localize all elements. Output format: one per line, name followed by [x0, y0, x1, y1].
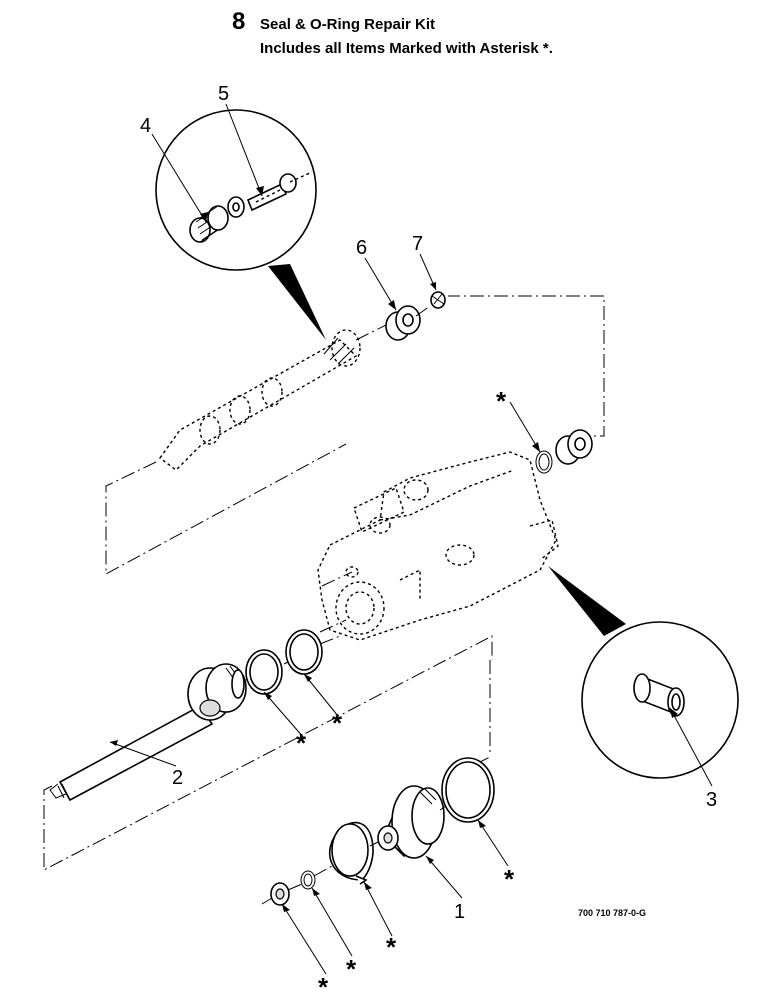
nut-item-7	[430, 291, 446, 309]
asterisk-oring-b: *	[332, 708, 343, 738]
wiper-seal	[270, 882, 290, 906]
bolt-item-5	[246, 173, 297, 212]
callout-7: 7	[412, 233, 423, 255]
callout-6: 6	[356, 237, 367, 259]
small-seal-ring	[300, 870, 316, 890]
washer	[227, 196, 245, 218]
spring-item-4	[189, 205, 229, 243]
piston-rod-item-2	[49, 663, 263, 802]
sleeve-item-3	[633, 673, 685, 717]
kit-note: Includes all Items Marked with Asterisk …	[260, 40, 553, 57]
detail-circle-valve-spring	[155, 109, 326, 340]
asterisk-wiper-seal: *	[318, 972, 329, 1000]
callout-1: 1	[454, 901, 465, 923]
snap-ring	[329, 821, 379, 885]
asterisk-upper-oring: *	[496, 386, 507, 416]
asterisk-small-seal: *	[346, 954, 357, 984]
detail-circle-sleeve	[548, 566, 739, 779]
asterisk-oring-a: *	[296, 728, 307, 758]
asterisk-snap-ring: *	[386, 932, 397, 962]
asterisk-large-oring: *	[504, 864, 515, 894]
callout-3: 3	[706, 789, 717, 811]
kit-title: Seal & O-Ring Repair Kit	[260, 16, 436, 33]
callout-5: 5	[218, 83, 229, 105]
leader-lines	[109, 103, 713, 975]
gland-item-1	[377, 785, 447, 859]
large-oring	[441, 757, 495, 823]
drawing-number: 700 710 787-0-G	[578, 908, 646, 918]
upper-oring	[535, 450, 553, 474]
bushing-item-6	[385, 305, 421, 341]
callout-2: 2	[172, 767, 183, 789]
callout-4: 4	[140, 115, 151, 137]
upper-seal-cap	[555, 429, 593, 465]
valve-body-housing	[317, 451, 559, 641]
valve-spool	[159, 323, 389, 471]
oring-pair	[245, 629, 341, 695]
kit-number: 8	[232, 8, 246, 35]
